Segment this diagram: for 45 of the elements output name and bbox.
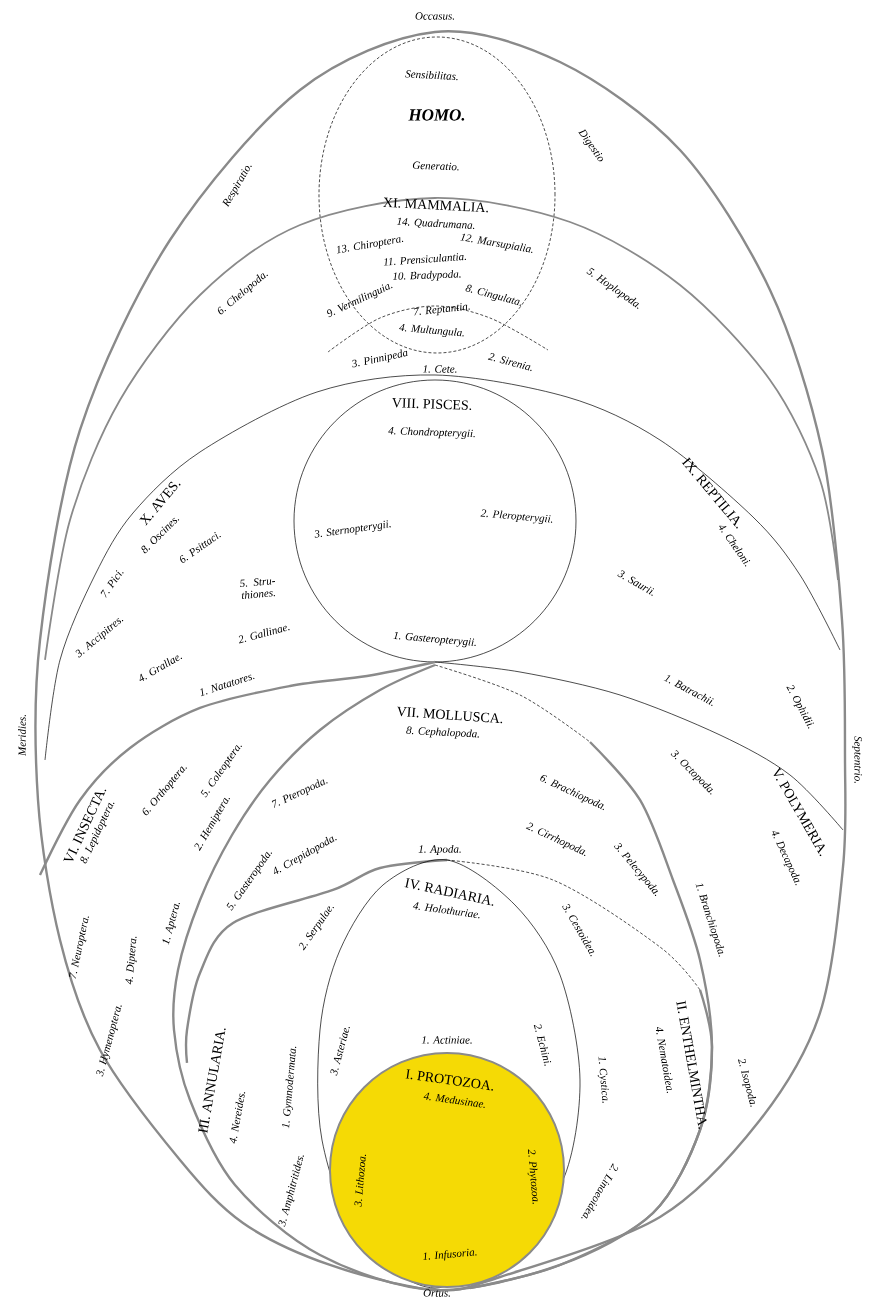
taxon-label: 4. Chondropterygii. <box>388 427 475 440</box>
taxon-label: 1. Infusoria. <box>423 1248 477 1261</box>
taxon-label: 4. Multungula. <box>399 323 464 338</box>
taxon-label: 2. Gallinae. <box>238 625 290 644</box>
class-heading: VIII. PISCES. <box>392 397 472 411</box>
taxon-label: 13. Chiroptera. <box>337 237 404 254</box>
taxon-label: 1. Cete. <box>423 365 457 373</box>
taxon-label: 3. Sternopterygii. <box>314 520 391 538</box>
class-heading: I. PROTOZOA. <box>405 1069 493 1091</box>
taxon-label: 2. Echini. <box>533 1024 552 1066</box>
taxon-label: 14. Quadrumana. <box>396 217 475 230</box>
taxon-label: 1. Gasteropterygii. <box>393 631 476 648</box>
taxon-label: 2. Isopoda. <box>737 1059 757 1107</box>
taxon-label: 10. Bradypoda. <box>393 270 461 281</box>
taxon-label: 1. Actiniae. <box>421 1036 472 1044</box>
class-heading: XI. MAMMALIA. <box>383 197 488 213</box>
taxon-label: 3. Lithozoa. <box>354 1154 367 1207</box>
taxon-label: Sensibilitas. <box>405 70 458 81</box>
taxon-label: 7. Neuroptera. <box>68 916 89 979</box>
class-heading: VII. MOLLUSCA. <box>397 706 503 724</box>
taxon-label: 5. Stru- thiones. <box>240 578 275 599</box>
taxon-label: 1. Aptera. <box>162 902 180 945</box>
taxon-label: 1. Apoda. <box>418 845 461 855</box>
taxon-label: 1. Gymnodermata. <box>282 1046 297 1129</box>
taxon-label: 1. Cystica. <box>597 1056 609 1103</box>
direction-label: Ortus. <box>423 1289 450 1297</box>
direction-label: Meridies. <box>18 715 26 757</box>
taxon-label: 4. Nematoidea. <box>655 1027 673 1093</box>
taxon-label: 2. Pleropterygii. <box>480 509 553 525</box>
taxon-label: 7. Reptantia. <box>414 303 470 316</box>
taxon-label: 3. Pinnipeda <box>352 349 408 368</box>
class-heading: HOMO. <box>408 109 465 121</box>
taxon-label: 8. Cephalopoda. <box>406 726 479 739</box>
taxon-label: 2. Sirenia. <box>487 353 532 372</box>
taxon-label: 12. Marsupialia. <box>460 233 533 253</box>
direction-label: Septentrio. <box>852 736 862 783</box>
direction-label: Occasus. <box>415 12 454 20</box>
taxon-label: 4. Diptera. <box>125 936 137 985</box>
taxon-label: 2. Phytozoa. <box>527 1149 538 1204</box>
taxon-label: 3. Asteriae. <box>330 1026 350 1076</box>
taxon-label: 4. Nereides. <box>229 1092 246 1144</box>
taxon-label: 7. Pici. <box>100 570 124 598</box>
taxon-label: Generatio. <box>412 161 459 171</box>
taxon-label: 4. Medusinae. <box>423 1092 485 1108</box>
taxon-label: 11. Prensiculantia. <box>383 253 466 266</box>
